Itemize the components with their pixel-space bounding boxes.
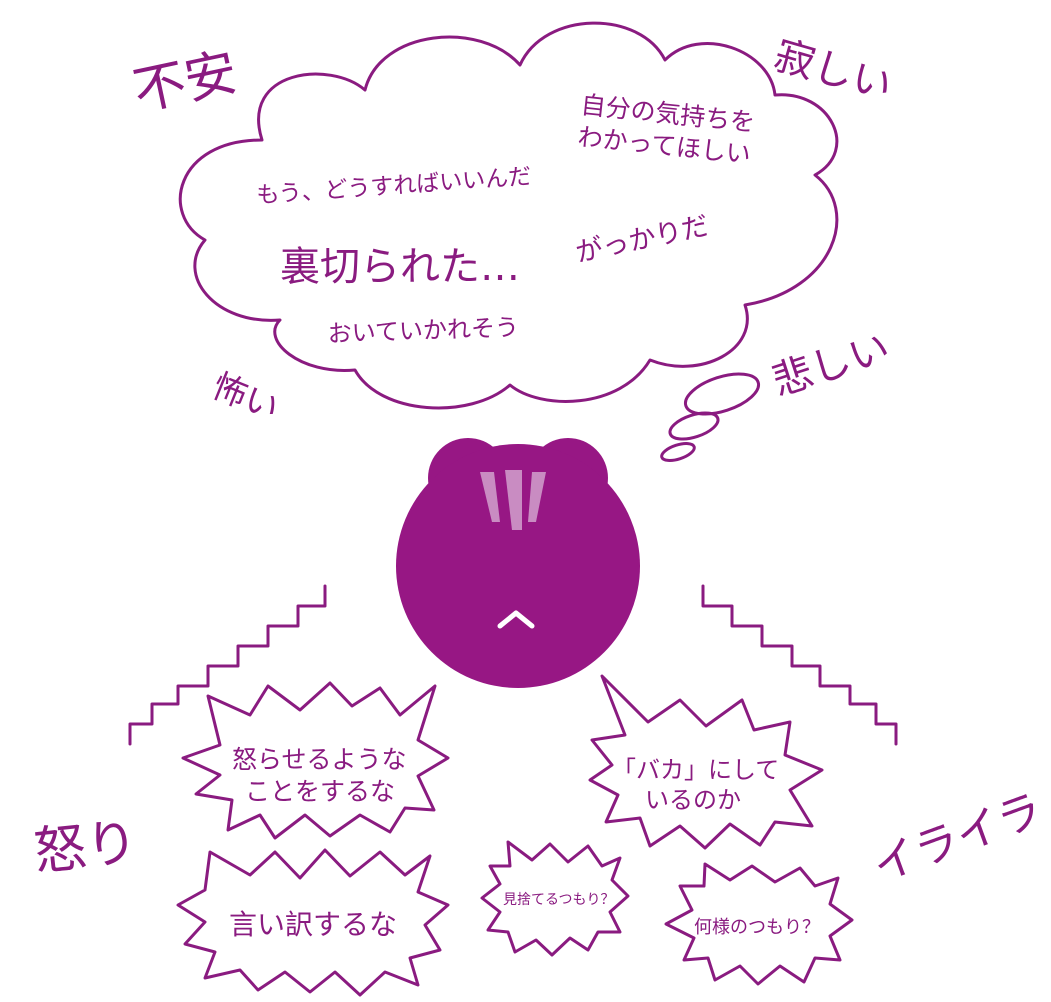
- thought-bubble-small: [660, 442, 696, 462]
- emotion-anger: 怒り: [31, 812, 141, 883]
- emotion-anxiety: 不安: [128, 42, 242, 122]
- cloud-text-left-behind: おいていかれそう: [327, 313, 519, 348]
- character-face: [396, 438, 640, 688]
- burst-fool: [588, 674, 824, 850]
- head-stripe-1: [480, 472, 500, 522]
- emotion-irritation: イライラ: [866, 784, 1049, 892]
- burst-no-excuses: [176, 848, 450, 997]
- caret-up-icon: [497, 610, 535, 629]
- thought-bubble-medium: [668, 411, 720, 441]
- cloud-text-betrayed: 裏切られた…: [280, 244, 520, 290]
- face-circle: [396, 444, 640, 688]
- thought-bubble-large: [683, 372, 761, 416]
- burst-text-abandon: 見捨てるつもり？: [503, 891, 614, 908]
- burst-text-who: 何様のつもり？: [694, 917, 820, 938]
- burst-text-fool-1: 「バカ」にして: [612, 756, 779, 784]
- burst-text-fool-2: いるのか: [645, 786, 741, 814]
- emotion-scared: 怖い: [207, 366, 285, 429]
- zigzag-right: [701, 584, 898, 746]
- cloud-text-disappointed: がっかりだ: [573, 210, 711, 268]
- head-stripe-3: [528, 472, 546, 522]
- thought-cloud: [178, 21, 839, 410]
- burst-text-no-excuses: 言い訳するな: [229, 908, 397, 941]
- burst-who: [664, 862, 854, 986]
- burst-text-dont-anger-2: ことをするな: [245, 777, 395, 806]
- emotion-sad: 悲しい: [767, 325, 895, 406]
- burst-abandon: [480, 840, 630, 957]
- cloud-text-what-to-do: もう、どうすればいいんだ: [256, 164, 532, 209]
- zigzag-left: [128, 584, 327, 746]
- head-stripe-2: [505, 470, 522, 530]
- emotion-lonely: 寂しい: [769, 32, 897, 109]
- burst-text-dont-anger-1: 怒らせるような: [232, 745, 407, 774]
- burst-dont-anger: [181, 681, 450, 840]
